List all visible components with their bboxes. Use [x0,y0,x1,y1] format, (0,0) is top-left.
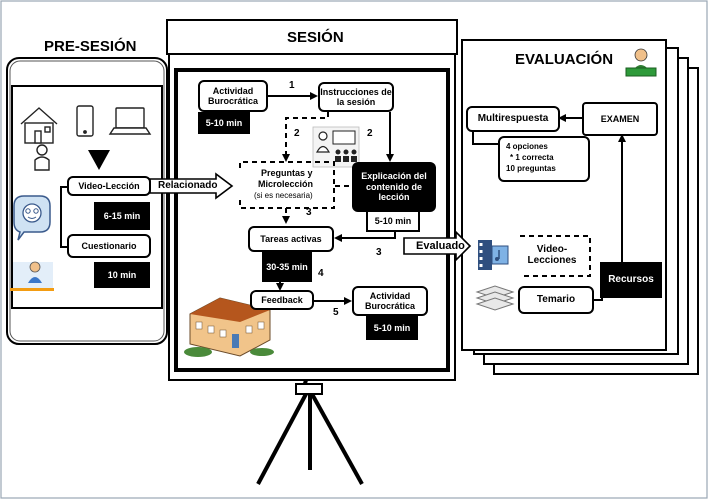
cuestionario-time-badge: 10 min [94,262,150,288]
recursos-box: Recursos [600,262,662,298]
actividad-burocratica-1: Actividad Burocrática [198,80,268,112]
relacionado-arrow-shape [149,172,234,200]
opciones-line: 4 opciones [506,142,548,151]
preguntas-line3: (si es necesaria) [254,191,313,200]
preguntas-dashed-frame [239,161,335,209]
arrow-step-3-solid [334,232,396,242]
instrucciones-box: Instrucciones de la sesión [318,82,394,112]
books-icon [475,285,515,311]
dashed-connectors [239,112,591,277]
teacher-lectern-icon [625,48,657,77]
actividad1-time-badge: 5-10 min [198,112,250,134]
multirespuesta-box: Multirespuesta [466,106,560,132]
media-film-icon [478,240,509,270]
house-icon [20,107,58,144]
person-icon [34,144,50,171]
evaluado-label: Evaluado [416,240,465,252]
feedback-box: Feedback [250,290,314,310]
school-building-icon [184,297,274,357]
down-arrow-icon [88,150,110,170]
actividad2-time-badge: 5-10 min [366,316,418,340]
chat-avatar-icon [13,195,51,241]
tareas-time-badge: 30-35 min [262,252,312,282]
arrow-step-2-dashed [282,112,329,162]
explicacion-time-box: 5-10 min [366,210,420,232]
step-number-3a: 3 [306,207,312,218]
examen-box: EXAMEN [582,102,658,136]
step-number-4: 4 [318,268,324,279]
video-lecciones-box: Video-Lecciones [524,238,580,272]
preguntas-line1: Preguntas y [261,168,313,178]
video-time-badge: 6-15 min [94,202,150,230]
video-lecciones-dashed-frame [520,235,591,277]
temario-box: Temario [518,286,594,314]
step-number-2a: 2 [294,128,300,139]
student-desk-icon [10,261,54,291]
cuestionario-box: Cuestionario [67,234,151,258]
evaluacion-title: EVALUACIÓN [515,51,614,68]
relacionado-label: Relacionado [158,180,218,191]
laptop-icon [108,107,152,135]
preguntas-count-line: 10 preguntas [506,164,556,173]
mobile-phone-icon [76,105,94,137]
sesion-title: SESIÓN [287,29,344,46]
step-number-3b: 3 [376,247,382,258]
preguntas-line2: Microlección [258,179,314,189]
evaluado-arrow-shape [403,230,472,262]
correcta-line: * 1 correcta [510,153,554,162]
opciones-box: 4 opciones * 1 correcta 10 preguntas [498,136,590,182]
step-number-2b: 2 [367,128,373,139]
video-leccion-box: Video-Lección [67,176,151,196]
step-number-1: 1 [289,80,295,91]
group-people-icon [312,126,360,168]
tareas-activas-box: Tareas activas [248,226,334,252]
actividad-burocratica-2: Actividad Burocrática [352,286,428,316]
presesion-bracket [60,186,67,248]
presesion-title: PRE-SESIÓN [44,38,137,55]
step-number-5: 5 [333,307,339,318]
line-multi-opciones [472,130,498,145]
evaluacion-pages [461,39,699,375]
explicacion-box: Explicación del contenido de lección [352,162,436,212]
